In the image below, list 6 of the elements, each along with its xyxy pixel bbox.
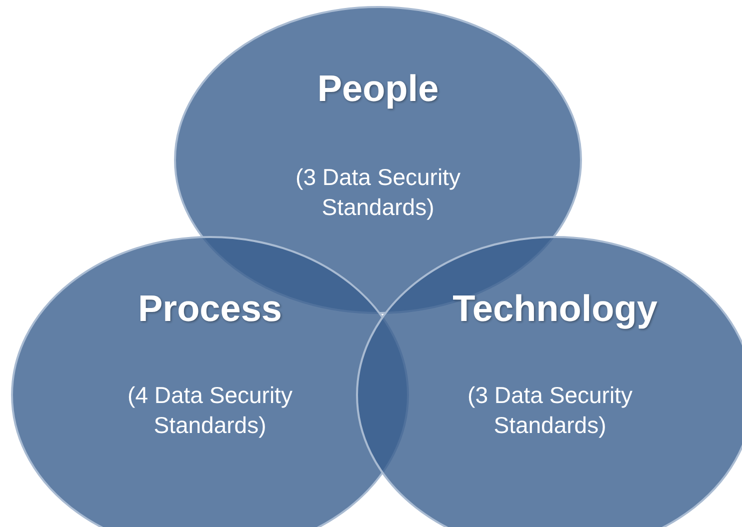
ellipse-description: (4 Data Security Standards) [126,381,294,440]
ellipse-description: (3 Data Security Standards) [466,381,634,440]
ellipse-heading: People [317,68,439,110]
ellipse-heading: Technology [452,288,658,330]
ellipse-heading: Process [138,288,282,330]
ellipse-description: (3 Data Security Standards) [294,163,462,222]
